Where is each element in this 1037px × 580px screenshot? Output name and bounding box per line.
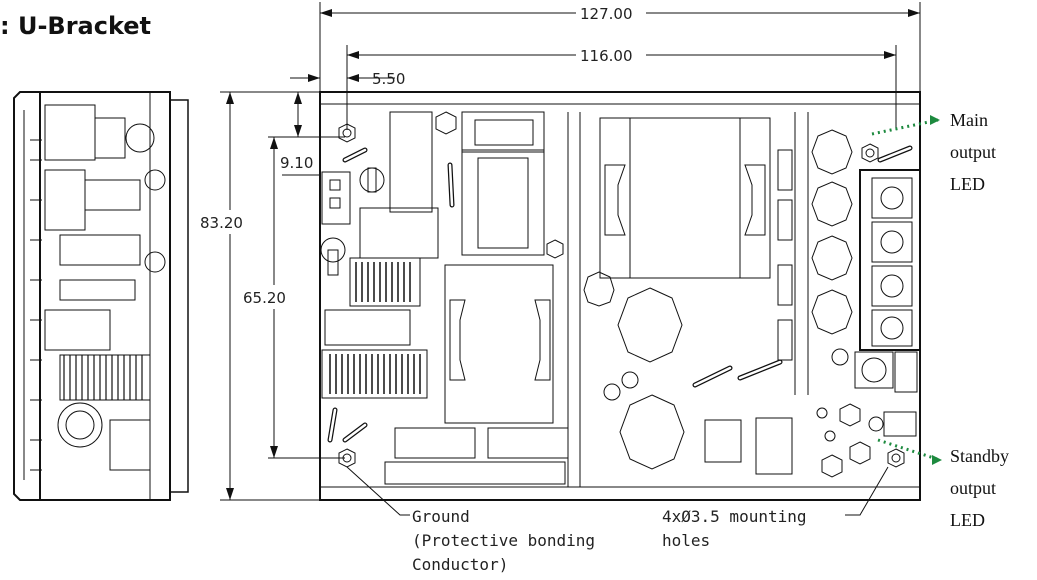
main-led-leader: [871, 115, 940, 136]
choke-2: [321, 349, 428, 399]
dim-overall-height-label: 83.20: [200, 214, 243, 232]
dim-hole-spacing-y-label: 65.20: [243, 289, 286, 307]
dim-hole-offset-x: [290, 74, 395, 82]
mounting-hole-bottom-right: [887, 448, 905, 468]
standby-led-label: Standby output LED: [950, 446, 1014, 530]
choke-1: [349, 257, 421, 307]
drawing-title: : U-Bracket: [0, 12, 151, 40]
dim-hole-spacing-y: [240, 136, 345, 459]
output-terminal-block: [859, 169, 921, 351]
dim-overall-height: [198, 91, 320, 501]
mounting-label: 4xØ3.5 mounting holes: [662, 507, 816, 550]
dim-overall-width: [319, 2, 921, 92]
top-view: [319, 91, 921, 501]
ground-leader: [346, 466, 410, 516]
dim-hole-spacing-x-label: 116.00: [580, 47, 633, 65]
standby-led-leader: [877, 438, 942, 465]
main-led-label: Main output LED: [950, 110, 1001, 194]
dim-hole-offset-y-label: 9.10: [280, 154, 313, 172]
dim-hole-offset-x-label: 5.50: [372, 70, 405, 88]
side-coil-hatch: [63, 355, 143, 400]
ground-label: Ground (Protective bonding Conductor): [412, 507, 605, 574]
dim-hole-offset-y: [282, 92, 320, 176]
mounting-leader: [845, 466, 889, 516]
mounting-hole-top-left: [338, 123, 356, 143]
side-view: [13, 91, 189, 501]
mounting-hole-top-right: [861, 143, 879, 163]
dim-hole-spacing-x: [346, 44, 897, 130]
dim-overall-width-label: 127.00: [580, 5, 633, 23]
